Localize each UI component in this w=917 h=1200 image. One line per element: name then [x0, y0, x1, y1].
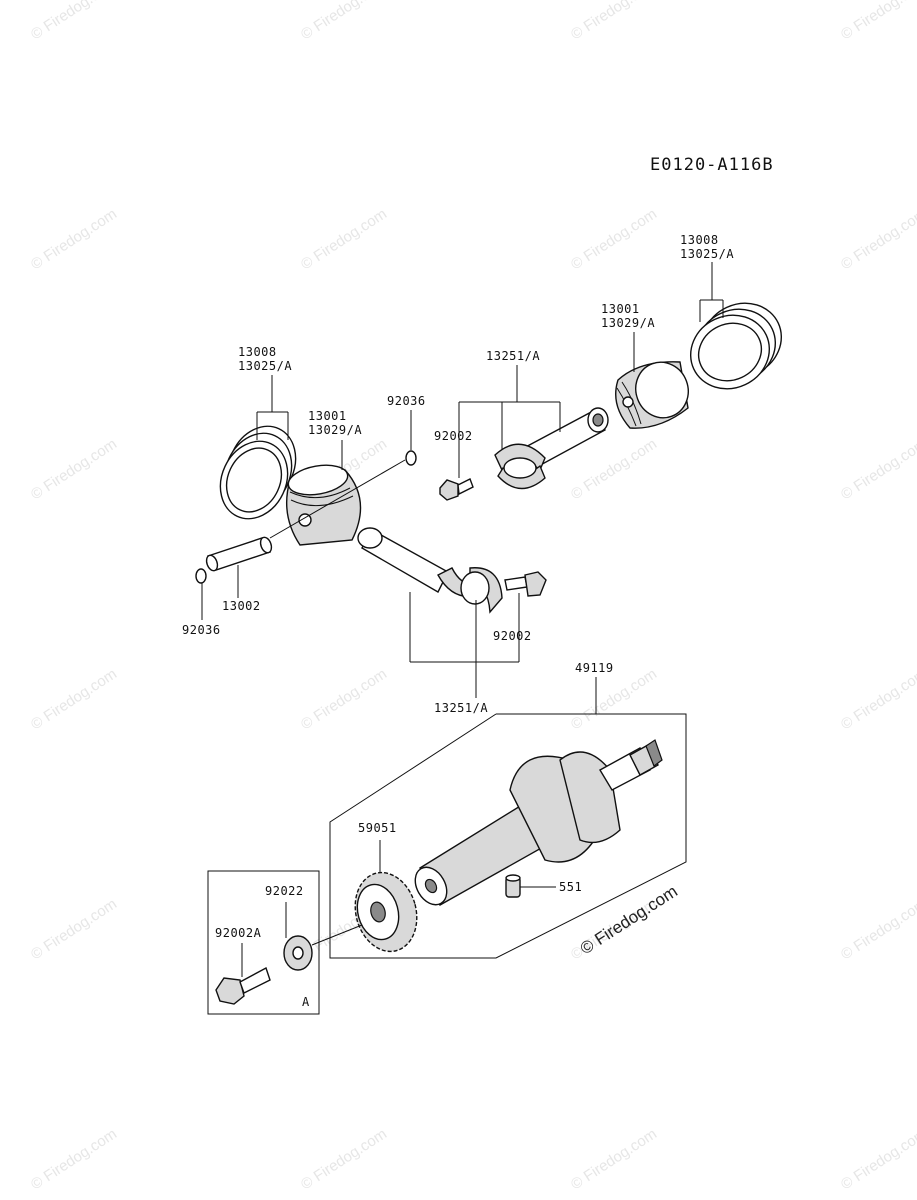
watermark-tile: © Firedog.com [28, 665, 120, 733]
label-ring-left-1: 13008 [238, 345, 277, 359]
watermark-main: © Firedog.com [577, 882, 681, 959]
watermark-tile: © Firedog.com [838, 1125, 917, 1193]
label-ring-right-1: 13008 [680, 233, 719, 247]
watermark-tile: © Firedog.com [28, 895, 120, 963]
watermark-tile: © Firedog.com [568, 435, 660, 503]
watermark-tile: © Firedog.com [838, 665, 917, 733]
bolt-bottom[interactable] [504, 571, 547, 597]
watermark-tile: © Firedog.com [838, 0, 917, 43]
piston-pin[interactable] [205, 536, 274, 572]
label-clip-top: 92036 [387, 394, 426, 408]
label-gear: 59051 [358, 821, 397, 835]
label-bolt-top: 92002 [434, 429, 473, 443]
label-ring-left-2: 13025/A [238, 359, 292, 373]
watermark-tile: © Firedog.com [838, 435, 917, 503]
connecting-rod-bottom[interactable] [357, 527, 503, 614]
flange-bolt[interactable] [215, 966, 271, 1005]
piston-right[interactable] [615, 355, 696, 429]
watermark-tile: © Firedog.com [298, 1125, 390, 1193]
watermark-tile: © Firedog.com [838, 205, 917, 273]
watermark-tile: © Firedog.com [28, 435, 120, 503]
snap-ring-bottom[interactable] [195, 568, 207, 584]
watermark-tile: © Firedog.com [298, 205, 390, 273]
snap-ring-top[interactable] [405, 450, 417, 466]
watermark-tile: © Firedog.com [568, 1125, 660, 1193]
part-number-labels: 13008 13025/A 13001 13029/A 92036 92036 … [182, 233, 734, 1009]
label-box-a: A [302, 995, 310, 1009]
label-flange-bolt: 92002A [215, 926, 262, 940]
watermark-tile: © Firedog.com [298, 0, 390, 43]
label-bolt-bottom: 92002 [493, 629, 532, 643]
watermark-tile: © Firedog.com [838, 895, 917, 963]
label-washer: 92022 [265, 884, 304, 898]
label-pin: 13002 [222, 599, 261, 613]
crankshaft[interactable] [409, 739, 663, 910]
label-piston-right-1: 13001 [601, 302, 640, 316]
label-piston-left-1: 13001 [308, 409, 347, 423]
label-rod-top: 13251/A [486, 349, 540, 363]
piston-rings-right[interactable] [679, 290, 794, 401]
connecting-rod-top[interactable] [494, 407, 609, 490]
crankshaft-gear[interactable] [347, 866, 426, 959]
bolt-top[interactable] [439, 478, 474, 501]
watermark-tile: © Firedog.com [298, 665, 390, 733]
watermark-tile: © Firedog.com [28, 205, 120, 273]
diagram-code: E0120-A116B [650, 155, 774, 175]
washer[interactable] [283, 935, 313, 971]
watermark-tile: © Firedog.com [568, 665, 660, 733]
watermark-tile: © Firedog.com [568, 205, 660, 273]
label-dowel: 551 [559, 880, 582, 894]
watermark-tile: © Firedog.com [28, 0, 120, 43]
label-ring-right-2: 13025/A [680, 247, 734, 261]
label-piston-left-2: 13029/A [308, 423, 362, 437]
watermark-tile: © Firedog.com [28, 1125, 120, 1193]
label-piston-right-2: 13029/A [601, 316, 655, 330]
piston-rings-left[interactable] [208, 415, 308, 530]
label-crankshaft: 49119 [575, 661, 614, 675]
label-rod-bottom: 13251/A [434, 701, 488, 715]
dowel-pin[interactable] [505, 874, 521, 898]
watermark-tile: © Firedog.com [568, 0, 660, 43]
label-clip-bottom: 92036 [182, 623, 221, 637]
leader-lines [201, 262, 724, 1015]
